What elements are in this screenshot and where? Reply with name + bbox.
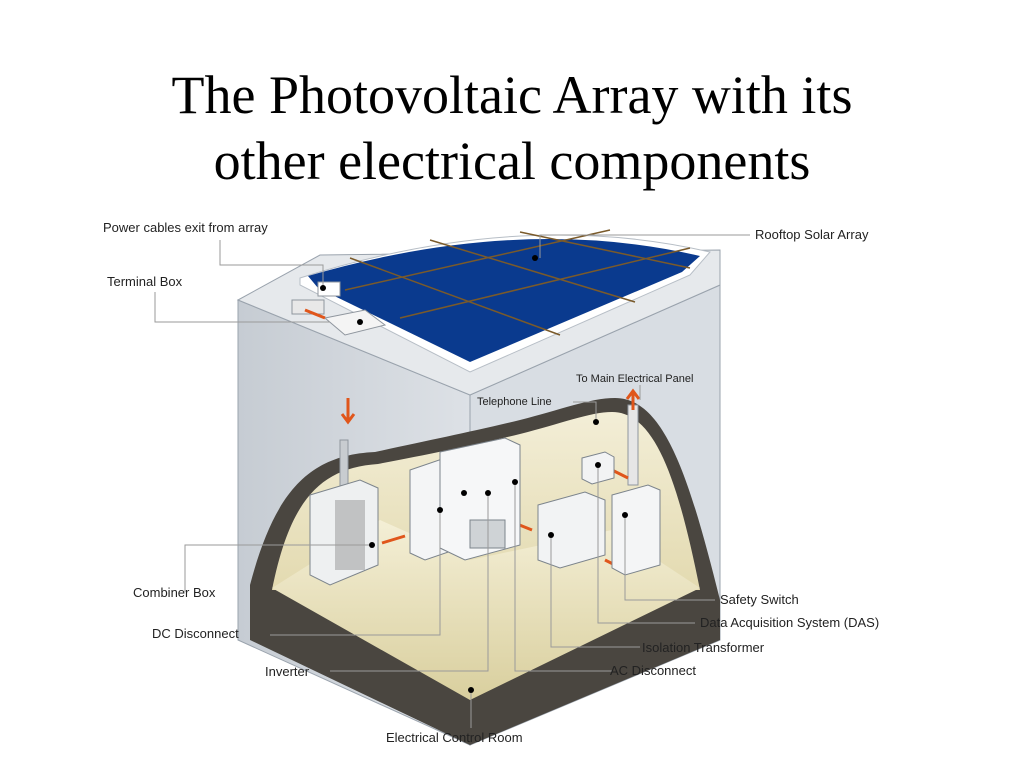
label-main-panel: To Main Electrical Panel xyxy=(576,373,693,385)
arrow-down xyxy=(340,398,356,425)
label-rooftop-array: Rooftop Solar Array xyxy=(755,227,869,242)
leader-combiner xyxy=(184,544,372,592)
dot-telephone xyxy=(593,419,599,425)
conduit-roof xyxy=(291,299,325,315)
label-safety-switch: Safety Switch xyxy=(720,592,799,607)
label-das: Data Acquisition System (DAS) xyxy=(700,615,879,630)
leader-ac xyxy=(514,482,612,672)
dot-terminal xyxy=(357,319,363,325)
label-terminal-box: Terminal Box xyxy=(107,274,183,289)
title-line-1: The Photovoltaic Array with its xyxy=(171,65,853,125)
array-grid-5 xyxy=(399,247,691,319)
arrow-safety xyxy=(611,468,629,480)
leader-das xyxy=(597,465,695,624)
dot-inverter-b xyxy=(485,490,491,496)
label-ac-disconnect: AC Disconnect xyxy=(610,663,696,678)
label-dc-disconnect: DC Disconnect xyxy=(152,626,239,641)
dot-inverter-a xyxy=(461,490,467,496)
terminal-box-body xyxy=(323,309,387,336)
dot-ac xyxy=(512,479,518,485)
dot-rooftop xyxy=(532,255,538,261)
leader-rooftop xyxy=(539,234,750,258)
leader-dc xyxy=(270,510,441,636)
label-isolation-transformer: Isolation Transformer xyxy=(642,640,765,655)
leader-safety xyxy=(624,515,715,601)
leader-dots xyxy=(320,255,628,693)
label-control-room: Electrical Control Room xyxy=(386,730,523,745)
dot-safety xyxy=(622,512,628,518)
title-line-2: other electrical components xyxy=(213,131,811,191)
dot-control-room xyxy=(468,687,474,693)
arrow-combiner xyxy=(381,534,406,545)
label-combiner-box: Combiner Box xyxy=(133,585,216,600)
array-grid-4 xyxy=(344,229,611,291)
label-power-cables: Power cables exit from array xyxy=(103,220,268,235)
array-grid-3 xyxy=(519,231,691,269)
dot-power xyxy=(320,285,326,291)
leader-lines xyxy=(154,234,750,728)
leader-terminal-box xyxy=(154,292,330,323)
rooftop-solar-array-graphic xyxy=(299,229,711,373)
array-grid-1 xyxy=(349,257,561,336)
arrow-up xyxy=(625,388,641,410)
dot-dc xyxy=(437,507,443,513)
safety-switch-graphic xyxy=(611,484,661,576)
conduit-main-panel xyxy=(627,404,639,486)
leader-telephone xyxy=(573,401,597,422)
combiner-box-graphic xyxy=(309,479,379,586)
isolation-transformer-graphic xyxy=(537,491,606,569)
array-grid-2 xyxy=(429,239,636,303)
label-telephone: Telephone Line xyxy=(477,396,552,408)
dot-isolation xyxy=(548,532,554,538)
page-title: The Photovoltaic Array with its other el… xyxy=(0,62,1024,194)
dot-das xyxy=(595,462,601,468)
room-floor xyxy=(272,520,700,700)
equipment xyxy=(309,437,661,586)
combiner-wiring xyxy=(335,500,365,570)
leader-isolation xyxy=(550,535,640,648)
leader-inverter xyxy=(330,493,489,672)
label-inverter: Inverter xyxy=(265,664,310,679)
labels: Power cables exit from array Terminal Bo… xyxy=(103,220,879,745)
dot-combiner xyxy=(369,542,375,548)
leader-power-cables xyxy=(219,240,324,288)
terminal-arrow xyxy=(304,308,326,320)
